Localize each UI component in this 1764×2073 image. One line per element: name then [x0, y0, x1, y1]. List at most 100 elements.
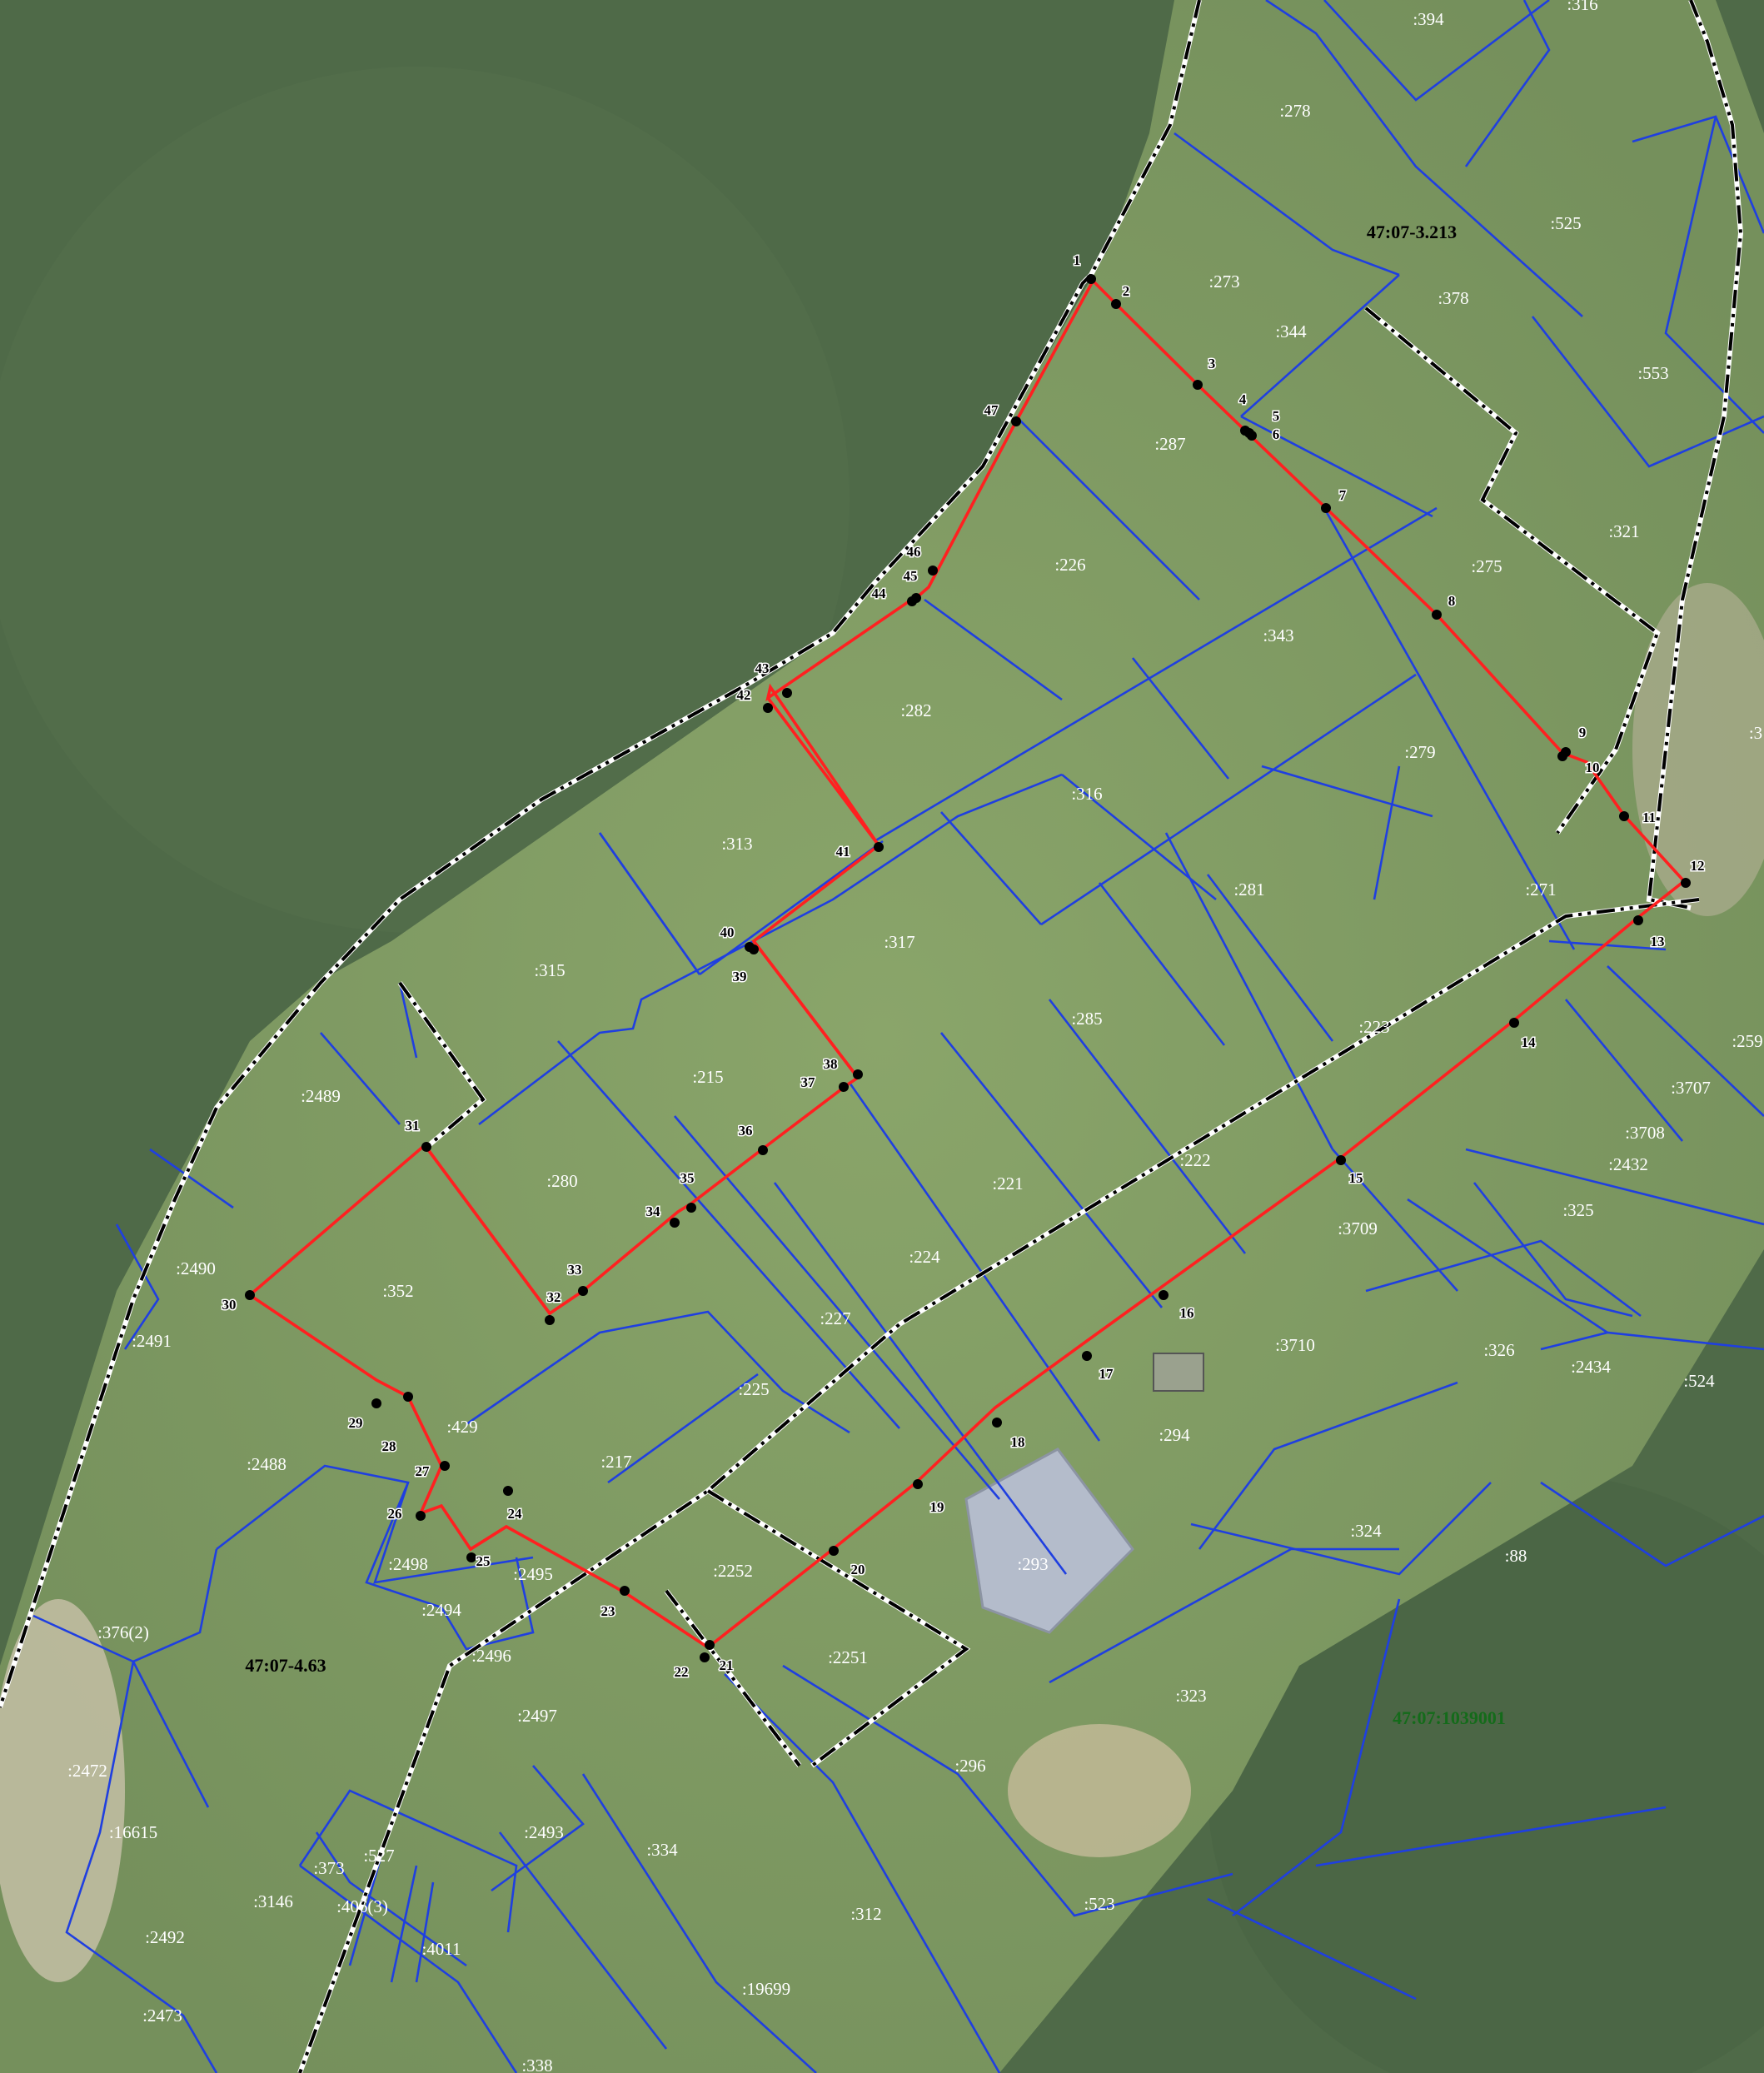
point-label: 30	[222, 1297, 237, 1313]
parcel-label: :282	[900, 700, 931, 720]
parcel-label: :2488	[247, 1454, 287, 1474]
parcel-label: :315	[534, 960, 565, 980]
parcel-label: :19699	[742, 1979, 790, 1999]
parcel-label: :259	[1732, 1031, 1762, 1051]
parcel-label: :280	[546, 1171, 577, 1191]
cadastral-block-label: 47:07:1039001	[1393, 1707, 1506, 1728]
small-building	[1153, 1353, 1204, 1392]
sand-patch	[1632, 583, 1764, 916]
parcel-label: :3708	[1625, 1123, 1665, 1143]
quarter-label: 47:07-4.63	[245, 1655, 326, 1676]
point-label: 10	[1586, 760, 1600, 775]
parcel-label: :2495	[513, 1564, 553, 1584]
parcel-label: :321	[1608, 521, 1639, 541]
point-label: 26	[388, 1506, 402, 1522]
point-label: 43	[755, 660, 770, 676]
parcel-label: :316	[1071, 784, 1102, 804]
survey-boundary	[247, 277, 1687, 1650]
point-label: 32	[547, 1289, 561, 1305]
parcel-label: :524	[1683, 1371, 1715, 1391]
parcel-label: :2497	[517, 1706, 557, 1726]
parcel-label: :281	[1233, 880, 1264, 899]
parcel-label: :325	[1562, 1200, 1593, 1220]
survey-internal	[423, 696, 880, 1551]
sand-patch	[1008, 1724, 1191, 1857]
point-label: 31	[406, 1118, 420, 1134]
parcel-label: :294	[1159, 1425, 1190, 1445]
parcel-label: :406(3)	[336, 1896, 388, 1916]
parcel-label: :334	[646, 1840, 678, 1860]
parcel-label: :2493	[524, 1822, 564, 1842]
point-label: 1	[1074, 252, 1081, 268]
parcel-label: :2496	[471, 1646, 511, 1666]
parcel-label: :525	[1550, 213, 1581, 233]
parcel-label: :224	[909, 1247, 940, 1267]
parcel-label: :2473	[142, 2006, 182, 2026]
point-label: 24	[508, 1506, 523, 1522]
point-label: 3	[1208, 356, 1216, 371]
parcel-label: :394	[1413, 9, 1444, 29]
parcel-label: :4011	[421, 1939, 461, 1959]
point-label: 15	[1349, 1170, 1363, 1186]
point-label: 28	[382, 1438, 396, 1454]
point-label: 45	[904, 568, 918, 584]
parcel-label: :2498	[388, 1554, 428, 1574]
parcel-label: :2492	[145, 1927, 185, 1947]
point-label: 42	[737, 687, 751, 703]
parcel-label: :227	[820, 1308, 850, 1328]
parcel-label: :429	[446, 1417, 477, 1437]
parcel-label: :323	[1175, 1686, 1206, 1706]
point-label: 12	[1691, 858, 1705, 874]
parcel-label: :2252	[713, 1561, 753, 1581]
point-label: 37	[801, 1074, 816, 1090]
point-label: 13	[1651, 934, 1665, 949]
parcel-label: :3	[1749, 723, 1762, 743]
parcel-label: :275	[1471, 556, 1502, 576]
point-label: 34	[646, 1203, 661, 1219]
point-label: 22	[675, 1664, 689, 1680]
parcel-label: :317	[884, 932, 914, 952]
parcel-label: :287	[1154, 434, 1185, 454]
parcel-label: :2494	[421, 1600, 461, 1620]
parcel-lines	[32, 0, 1764, 2073]
parcel-label: :2251	[828, 1647, 868, 1667]
point-label: 39	[733, 969, 747, 984]
parcel-label: :88	[1505, 1546, 1527, 1566]
parcel-label: :312	[850, 1904, 881, 1924]
parcel-label: :376(2)	[97, 1622, 149, 1642]
parcel-label: :3707	[1671, 1078, 1711, 1098]
parcel-label: :217	[600, 1452, 631, 1472]
parcel-label: :2490	[176, 1258, 216, 1278]
forest-shade	[0, 67, 850, 933]
point-label: 5	[1273, 408, 1280, 424]
parcel-label: :225	[738, 1379, 769, 1399]
point-label: 41	[836, 844, 850, 860]
point-label: 17	[1099, 1366, 1114, 1382]
parcel-labels: :394 :316 :278 :525 :273 :378 :344 :553 …	[67, 0, 1763, 2073]
point-label: 7	[1339, 487, 1347, 503]
point-label: 11	[1642, 810, 1656, 825]
parcel-label: :527	[363, 1846, 394, 1866]
point-label: 8	[1448, 593, 1456, 609]
point-label: 21	[720, 1657, 734, 1673]
parcel-label: :273	[1208, 272, 1239, 292]
parcel-label: :373	[313, 1858, 344, 1878]
parcel-label: :2472	[67, 1761, 107, 1781]
parcel-label: :3146	[253, 1891, 293, 1911]
parcel-label: :316	[1567, 0, 1597, 14]
point-label: 16	[1180, 1305, 1194, 1321]
parcel-label: :2491	[132, 1331, 172, 1351]
parcel-label: :2432	[1608, 1154, 1648, 1174]
point-label: 6	[1273, 426, 1280, 442]
survey-points	[245, 274, 1691, 1662]
point-label: 29	[349, 1415, 363, 1431]
parcel-label: :279	[1404, 742, 1435, 762]
parcel-label: :523	[1084, 1894, 1114, 1914]
sand-patch	[0, 1599, 125, 1982]
point-label: 33	[568, 1262, 582, 1278]
parcel-label: :215	[692, 1067, 723, 1087]
point-label: 14	[1522, 1034, 1537, 1050]
parcel-label: :378	[1438, 288, 1468, 308]
parcel-label: :293	[1017, 1554, 1048, 1574]
